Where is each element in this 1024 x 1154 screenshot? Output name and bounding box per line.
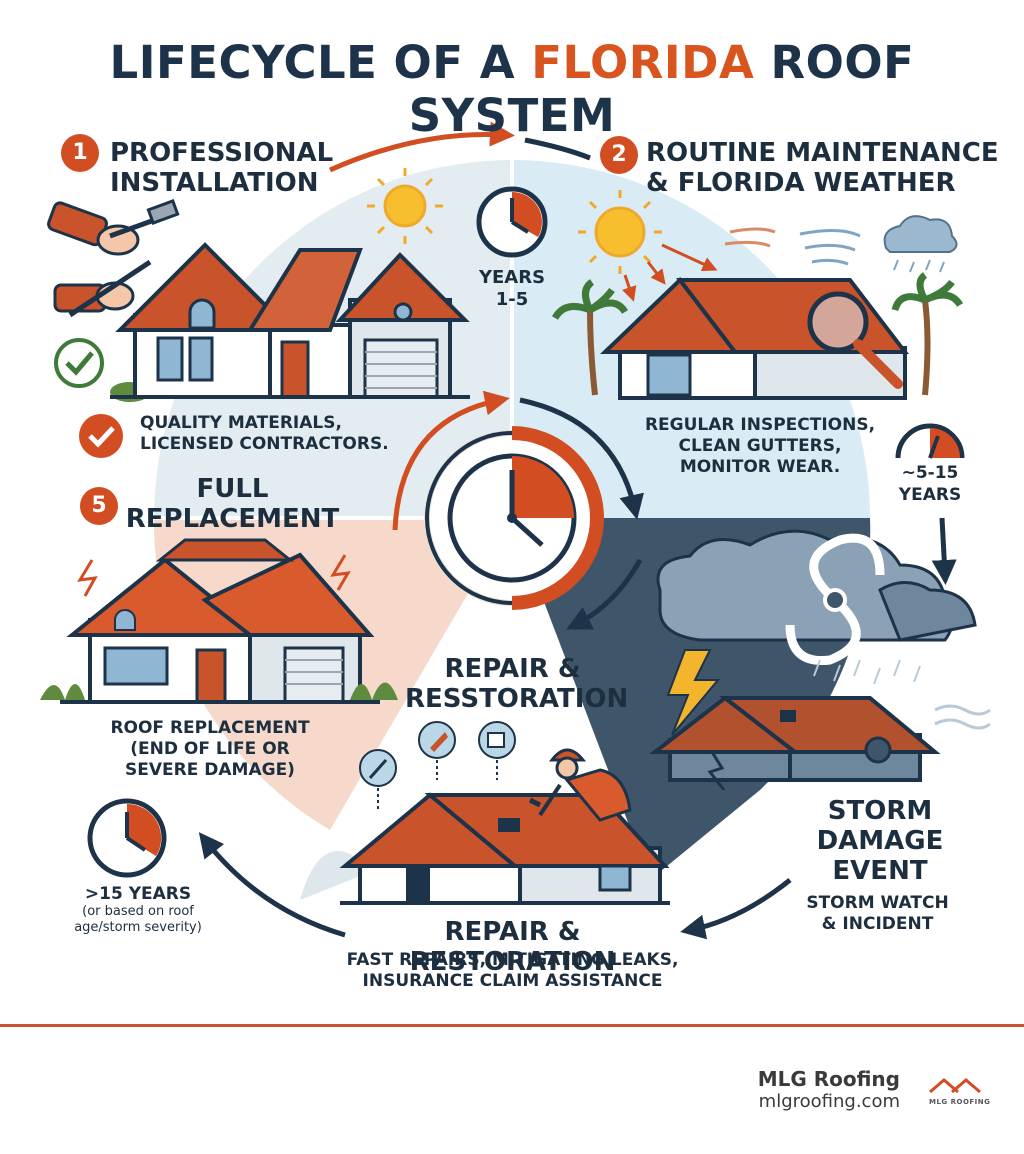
replacement-title-line1: FULL (196, 474, 269, 504)
storm-desc-line2: & INCIDENT (821, 914, 934, 934)
rain-cloud-icon (883, 215, 958, 273)
years-5-15-label: ~5-15 YEARS (890, 462, 970, 506)
installation-desc-line1: QUALITY MATERIALS, (140, 413, 342, 433)
maintenance-title-line2: & FLORIDA WEATHER (646, 168, 956, 198)
rain-icon (813, 659, 921, 685)
installation-title: PROFESSIONAL INSTALLATION (110, 138, 333, 198)
storm-description: STORM WATCH & INCIDENT (795, 893, 960, 935)
replacement-title-line2: REPLACEMENT (125, 504, 340, 534)
repair-desc-line2: INSURANCE CLAIM ASSISTANCE (362, 971, 663, 991)
maintenance-desc-line3: MONITOR WEAR. (679, 457, 841, 477)
wind-icon-blue (799, 229, 861, 266)
footer-brand-name: MLG Roofing (757, 1067, 900, 1091)
wave-icon (934, 704, 991, 730)
years-1-5-line1: YEARS (478, 267, 546, 288)
house-illustration-replacement (40, 538, 398, 704)
check-icon (54, 338, 104, 388)
years-1-5-label: YEARS 1-5 (462, 267, 562, 311)
replacement-description: ROOF REPLACEMENT (END OF LIFE OR SEVERE … (100, 718, 320, 781)
footer-divider (0, 1024, 1024, 1027)
arrow-install-to-maintenance (328, 121, 515, 173)
step-badge-2: 2 (600, 136, 638, 174)
mlg-logo-icon (929, 1078, 981, 1094)
hurricane-icon (785, 533, 885, 666)
years-15-plus-label: >15 YEARS (or based on roof age/storm se… (58, 884, 218, 936)
installation-title-line2: INSTALLATION (110, 168, 319, 198)
installation-description: QUALITY MATERIALS, LICENSED CONTRACTORS. (140, 413, 389, 455)
years-15-plus-line2: (or based on roof (82, 904, 194, 919)
installation-desc-line2: LICENSED CONTRACTORS. (140, 434, 389, 454)
roofer-worker-icon (528, 748, 632, 822)
inner-arrow-left (566, 558, 643, 630)
repair-title: REPAIR & RESTORATION (409, 917, 616, 977)
sun-icon (367, 168, 443, 244)
arrow-storm-to-repair (680, 878, 792, 940)
sun-ray-arrows (622, 243, 718, 302)
step-badge-1: 1 (61, 134, 99, 172)
house-illustration-installation (110, 242, 470, 402)
page-title: LIFECYCLE OF A FLORIDA ROOF SYSTEM (0, 36, 1024, 142)
clock-icon-years-5-15 (895, 423, 965, 459)
maintenance-title-line1: ROUTINE MAINTENANCE (646, 138, 999, 168)
cycle-arrows (198, 121, 957, 940)
footer-logo-text: MLG ROOFING (929, 1098, 991, 1106)
inner-arrow-right (519, 397, 644, 520)
clock-icon-years-15-plus (87, 798, 167, 878)
maintenance-desc-line2: CLEAN GUTTERS, (678, 436, 842, 456)
replacement-title: FULL REPLACEMENT (125, 474, 340, 534)
years-15-plus-line1: >15 YEARS (84, 884, 192, 904)
years-5-15-line2: YEARS (898, 485, 962, 505)
clock-icon-years-1-5 (476, 186, 548, 258)
installation-title-line1: PROFESSIONAL (110, 138, 334, 168)
footer-brand-url[interactable]: mlgroofing.com (758, 1091, 900, 1112)
wind-icon (724, 227, 776, 248)
tool-icons (359, 721, 516, 810)
center-title-line1: REPAIR & (444, 654, 581, 684)
title-part2: ROOF SYSTEM (408, 36, 915, 142)
house-illustration-maintenance (600, 277, 910, 400)
center-clock-icon (424, 426, 604, 610)
title-part1: LIFECYCLE OF A (109, 36, 532, 89)
step-badge-5: 5 (80, 487, 118, 525)
years-5-15-line1: ~5-15 (901, 463, 959, 483)
years-15-plus-line3: age/storm severity) (74, 920, 202, 935)
arrow-repair-to-replacement (198, 832, 346, 938)
palm-tree-icon (551, 279, 629, 396)
check-circle-icon (79, 414, 123, 458)
palm-tree-icon-right (891, 272, 964, 396)
house-illustration-damaged (649, 695, 941, 791)
storm-title-line3: EVENT (832, 856, 928, 886)
lightning-icon (666, 649, 721, 736)
replacement-desc-line1: ROOF REPLACEMENT (110, 718, 310, 738)
maintenance-description: REGULAR INSPECTIONS, CLEAN GUTTERS, MONI… (635, 415, 885, 478)
years-1-5-line2: 1-5 (495, 289, 529, 310)
repair-desc-line1: FAST REPAIRS, MITIGATING LEAKS, (346, 950, 679, 970)
arrow-maintenance-to-storm (931, 517, 957, 585)
center-title-line2: RESSTORATION (405, 684, 629, 714)
maintenance-title: ROUTINE MAINTENANCE & FLORIDA WEATHER (646, 138, 999, 198)
repair-description: FAST REPAIRS, MITIGATING LEAKS, INSURANC… (330, 950, 695, 992)
title-highlight: FLORIDA (531, 36, 755, 89)
inner-arrow-top (392, 390, 510, 531)
arrow-top-right (524, 137, 591, 161)
maintenance-desc-line1: REGULAR INSPECTIONS, (644, 415, 876, 435)
replacement-desc-line3: SEVERE DAMAGE) (125, 760, 295, 780)
sun-icon-maintenance (578, 190, 662, 274)
inner-cycle (392, 390, 644, 630)
replacement-desc-line2: (END OF LIFE OR (130, 739, 290, 759)
storm-title-line2: DAMAGE (816, 826, 944, 856)
storm-title-line1: STORM (827, 796, 933, 826)
storm-title: STORM DAMAGE EVENT (810, 796, 950, 886)
hands-tools-icon (47, 199, 180, 318)
center-stage-title: REPAIR & RESSTORATION (405, 654, 629, 714)
storm-desc-line1: STORM WATCH (806, 893, 949, 913)
